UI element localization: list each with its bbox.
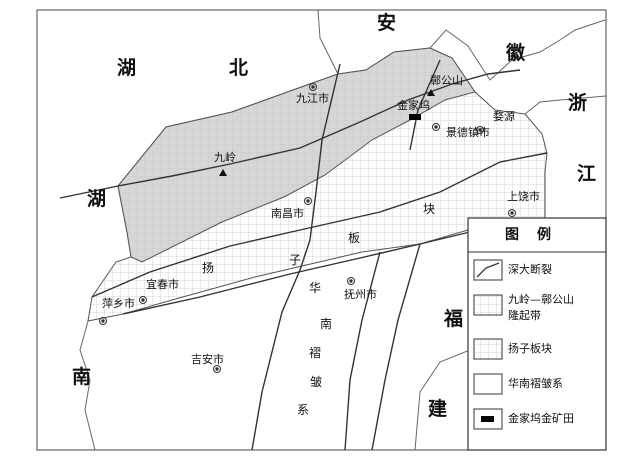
pingxiang-symbol <box>99 317 107 325</box>
zone-label-ban: 板 <box>348 231 361 245</box>
shangrao-label: 上饶市 <box>507 190 540 203</box>
jingdezhen-label: 景德镇市 <box>446 126 490 139</box>
zone-label-nan: 南 <box>320 317 333 331</box>
gold-deposit-icon <box>409 114 421 120</box>
fault-fuzhou-west <box>344 251 381 451</box>
wuyuan-symbol <box>476 126 484 134</box>
zone-label-xi: 系 <box>297 403 310 417</box>
zhejiang-label-1: 浙 <box>568 92 588 114</box>
anhui-label-2: 徽 <box>506 42 526 64</box>
nanchang-label: 南昌市 <box>271 207 304 220</box>
legend-southchina-label: 华南褶皱系 <box>508 377 563 390</box>
fault-fuzhou-east <box>371 243 421 451</box>
anhui-boundary <box>429 19 606 81</box>
legend-yangtze-swatch <box>473 338 503 360</box>
jiuling-label: 九岭 <box>214 151 236 164</box>
zone-label-yang: 扬 <box>202 261 215 275</box>
wuyuan-label: 婺源 <box>493 110 515 123</box>
yichun-symbol <box>139 296 147 304</box>
fault-nanchang <box>251 63 341 451</box>
zhanggongshan-label: 鄣公山 <box>430 74 463 87</box>
legend-fault-label: 深大断裂 <box>508 263 552 276</box>
city-symbols <box>99 83 516 373</box>
nanchang-symbol <box>304 197 312 205</box>
zone-label-zhe: 褶 <box>309 346 322 360</box>
fault-jingdezhen <box>409 59 441 151</box>
jian-label: 吉安市 <box>191 353 224 366</box>
fujian-label-1: 福 <box>444 308 464 330</box>
legend-yangtze-label: 扬子板块 <box>508 342 552 355</box>
legend-uplift-swatch <box>473 294 503 316</box>
jian-symbol <box>213 365 221 373</box>
jingdezhen-symbol <box>432 123 440 131</box>
hubei-label-1: 湖 <box>117 57 137 79</box>
legend-uplift-label-1: 九岭—鄣公山 <box>508 293 574 306</box>
fault-north <box>59 69 521 199</box>
jiujiang-label: 九江市 <box>296 92 329 105</box>
zone-label-zi: 子 <box>289 253 302 267</box>
fujian-label-2: 建 <box>428 398 448 420</box>
jiujiang-symbol <box>309 83 317 91</box>
legend-title: 图 例 <box>505 227 553 243</box>
uplift-belt-grid <box>117 47 476 263</box>
yichun-label: 宜春市 <box>146 278 179 291</box>
zhanggongshan-peak-icon <box>427 89 435 96</box>
zone-label-hua: 华 <box>309 281 322 295</box>
deep-faults <box>59 59 548 451</box>
zone-label-zhou: 皱 <box>310 375 323 389</box>
fault-middle <box>91 152 548 298</box>
hunan-boundary <box>79 320 96 451</box>
hunan-label-1: 湖 <box>87 188 107 210</box>
deposit-label: 金家坞 <box>397 99 430 112</box>
legend-deposit-label: 金家坞金矿田 <box>508 412 574 425</box>
zhejiang-label-2: 江 <box>577 163 597 185</box>
legend-box <box>467 217 607 451</box>
shangrao-symbol <box>508 209 516 217</box>
legend-uplift-label-2: 隆起带 <box>508 309 541 322</box>
anhui-label-1: 安 <box>377 12 397 34</box>
legend-southchina-swatch <box>473 373 503 395</box>
hubei-anhui-boundary <box>317 9 339 75</box>
hubei-label-2: 北 <box>229 57 249 79</box>
zone-label-kuai: 块 <box>423 202 436 216</box>
zhejiang-boundary <box>524 95 607 115</box>
jiuling-peak-icon <box>219 169 227 176</box>
fuzhou-label: 抚州市 <box>344 288 377 301</box>
hunan-label-2: 南 <box>72 366 92 388</box>
fuzhou-symbol <box>347 277 355 285</box>
pingxiang-label: 萍乡市 <box>102 297 135 310</box>
